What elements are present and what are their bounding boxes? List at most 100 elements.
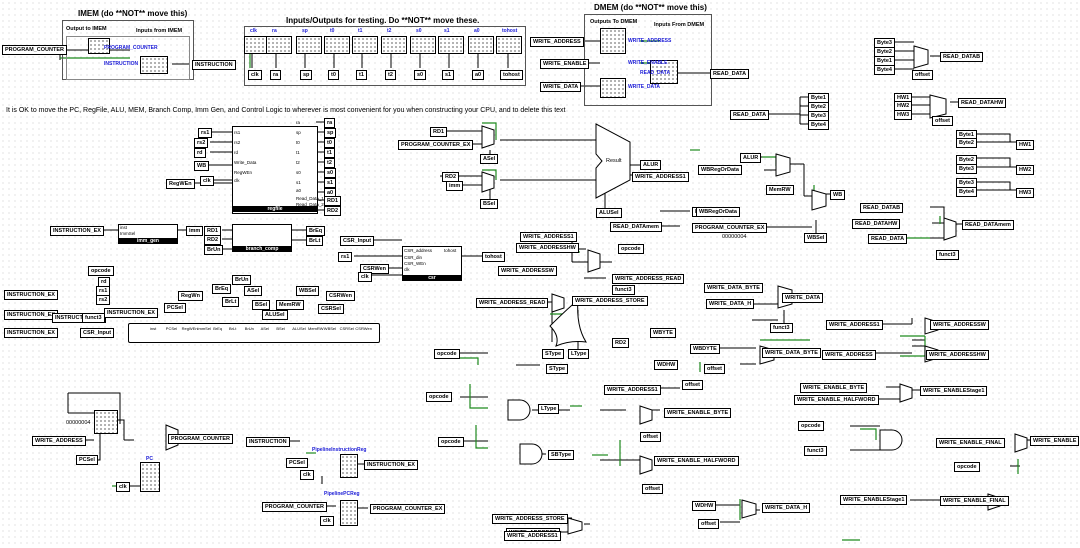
tunnel-offset-b[interactable]: offset [912, 70, 933, 80]
imem-pc-pin[interactable] [88, 38, 110, 54]
tunnel-mem-in-1[interactable]: READ_DATAHW [852, 219, 901, 229]
tunnel-regfile-in-5[interactable]: clk [200, 176, 214, 186]
io-pin-5[interactable] [381, 36, 407, 54]
tunnel-pcsel-pc[interactable]: PCSel [76, 455, 98, 465]
tunnel-mem-54[interactable]: opcode [438, 437, 464, 447]
tunnel-mem-38[interactable]: WRITE_ENABLEStage1 [920, 386, 988, 396]
tunnel-instruction-ex-ctl-0[interactable]: INSTRUCTION_EX [4, 290, 58, 300]
tunnel-mem-52[interactable]: opcode [434, 349, 460, 359]
tunnel-regfile-out-9[interactable]: RD2 [324, 206, 342, 216]
tunnel-instruction-ex-pipe[interactable]: INSTRUCTION_EX [364, 460, 418, 470]
tunnel-clk-pc[interactable]: clk [116, 482, 130, 492]
tunnel-ctl-signal-10[interactable]: CSRSel [318, 304, 344, 314]
tunnel-mem-41[interactable]: WRITE_ENABLE_FINAL [936, 438, 1005, 448]
tunnel-instruction-ex-imm[interactable]: INSTRUCTION_EX [50, 226, 104, 236]
tunnel-ctl-signal-3[interactable]: BrLt [222, 297, 240, 307]
io-pin-1[interactable] [266, 36, 292, 54]
tunnel-ctl-signal-11[interactable]: CSRWen [326, 291, 356, 301]
tunnel-write-address1-alu[interactable]: WRITE_ADDRESS1 [632, 172, 689, 182]
tunnel-regfile-out-4[interactable]: t2 [324, 158, 335, 168]
branch-comp-block[interactable] [232, 224, 292, 248]
tunnel-mem-32[interactable]: WRITE_ADDRESS1 [826, 320, 883, 330]
io-tunnel-1[interactable]: ra [270, 70, 282, 80]
tunnel-mem-0[interactable]: WRITE_ADDRESS1 [520, 232, 577, 242]
tunnel-hw-out-0[interactable]: HW1 [1016, 140, 1035, 150]
tunnel-program-counter-imem[interactable]: PROGRAM_COUNTER [2, 45, 67, 55]
tunnel-mem-24[interactable]: SBType [548, 450, 575, 460]
tunnel-wb-out[interactable]: WB [830, 190, 846, 200]
tunnel-read-datahw[interactable]: READ_DATAHW [958, 98, 1007, 108]
tunnel-mem-11[interactable]: opcode [618, 244, 644, 254]
tunnel-mem-45[interactable]: WRITE_ENABLE_FINAL [940, 496, 1009, 506]
tunnel-ctl-signal-4[interactable]: BrUn [232, 275, 252, 285]
tunnel-mem-1[interactable]: WRITE_ADDRESSHW [516, 243, 579, 253]
tunnel-pcsel-pipe[interactable]: PCSel [286, 458, 308, 468]
io-tunnel-6[interactable]: s0 [414, 70, 427, 80]
tunnel-hw-byte-b-2[interactable]: Byte4 [956, 187, 977, 197]
tunnel-regfile-in-4[interactable]: RegWEn [166, 179, 195, 189]
tunnel-instruction-ex-ctl-4[interactable]: INSTRUCTION_EX [104, 308, 158, 318]
tunnel-regfile-in-1[interactable]: rs2 [194, 138, 209, 148]
tunnel-ctl-signal-8[interactable]: MemRW [276, 300, 304, 310]
tunnel-write-data-dmem[interactable]: WRITE_DATA [540, 82, 582, 92]
tunnel-mem-in-0[interactable]: READ_DATAB [860, 203, 904, 213]
tunnel-mem-53[interactable]: opcode [426, 392, 452, 402]
tunnel-mem-44[interactable]: WRITE_ENABLEStage1 [840, 495, 908, 505]
tunnel-regfile-out-6[interactable]: s1 [324, 178, 337, 188]
tunnel-tohost-csr[interactable]: tohost [482, 252, 505, 262]
tunnel-program-counter-pipe[interactable]: PROGRAM_COUNTER [262, 502, 327, 512]
tunnel-ctl-signal-7[interactable]: ALUSel [262, 310, 288, 320]
tunnel-bsel[interactable]: BSel [480, 199, 499, 209]
tunnel-hw-out-1[interactable]: HW2 [1016, 165, 1035, 175]
tunnel-wbregordata-wb[interactable]: WBRegOrData [698, 165, 742, 175]
tunnel-mem-22[interactable]: LType [538, 404, 560, 414]
tunnel-wbsel[interactable]: WBSel [804, 233, 828, 243]
tunnel-alur[interactable]: ALUR [640, 160, 662, 170]
pc-mux[interactable] [94, 410, 118, 434]
tunnel-instruction-ex-ctl-1[interactable]: INSTRUCTION_EX [4, 310, 58, 320]
tunnel-mem-20[interactable]: WRITE_ENABLE_HALFWORD [654, 456, 739, 466]
tunnel-clk-pipe2[interactable]: clk [320, 516, 334, 526]
tunnel-csrwen[interactable]: CSRWen [360, 264, 390, 274]
tunnel-hw-byte-b-1[interactable]: Byte3 [956, 164, 977, 174]
tunnel-ctl-signal-6[interactable]: BSel [252, 300, 271, 310]
pipeline-pc-register[interactable] [340, 500, 358, 526]
tunnel-mem-51[interactable]: WRITE_ADDRESS1 [504, 531, 561, 541]
tunnel-regfile-out-2[interactable]: t0 [324, 138, 335, 148]
tunnel-mem-19[interactable]: offset [640, 432, 661, 442]
tunnel-mem-33[interactable]: WRITE_ADDRESSW [930, 320, 989, 330]
io-tunnel-4[interactable]: t1 [356, 70, 367, 80]
tunnel-hw-out-2[interactable]: HW3 [1016, 188, 1035, 198]
tunnel-write-address-dmem[interactable]: WRITE_ADDRESS [530, 37, 584, 47]
regfile-block[interactable] [232, 126, 318, 214]
tunnel-regfile-out-5[interactable]: s0 [324, 168, 337, 178]
io-tunnel-9[interactable]: tohost [500, 70, 523, 80]
tunnel-field-3[interactable]: rs2 [96, 295, 111, 305]
tunnel-mem-21[interactable]: offset [642, 484, 663, 494]
tunnel-mem-46[interactable]: WDHW [692, 501, 717, 511]
tunnel-regfile-out-3[interactable]: t1 [324, 148, 335, 158]
tunnel-mem-in-2[interactable]: READ_DATA [868, 234, 908, 244]
tunnel-branch-out-0[interactable]: BrEq [306, 226, 326, 236]
tunnel-asel[interactable]: ASel [480, 154, 499, 164]
tunnel-read-data-split[interactable]: READ_DATA [730, 110, 770, 120]
tunnel-byte-in-3[interactable]: Byte4 [874, 65, 895, 75]
io-pin-7[interactable] [438, 36, 464, 54]
tunnel-regfile-in-3[interactable]: WB [194, 161, 210, 171]
tunnel-byte-split-3[interactable]: Byte4 [808, 120, 829, 130]
tunnel-mem-39[interactable]: opcode [798, 421, 824, 431]
tunnel-ctl-signal-5[interactable]: ASel [244, 286, 263, 296]
tunnel-mem-6[interactable]: funct3 [612, 285, 635, 295]
dmem-addr-pin[interactable] [600, 28, 626, 54]
io-pin-0[interactable] [244, 36, 270, 54]
tunnel-regfile-out-0[interactable]: ra [324, 118, 336, 128]
io-pin-4[interactable] [352, 36, 378, 54]
tunnel-branch-out-1[interactable]: BrLt [306, 236, 324, 246]
tunnel-mem-26[interactable]: WRITE_DATA_H [706, 299, 755, 309]
tunnel-pc-ex-alu[interactable]: PROGRAM_COUNTER_EX [398, 140, 474, 150]
tunnel-mem-36[interactable]: WRITE_ENABLE_BYTE [800, 383, 868, 393]
tunnel-mem-5[interactable]: WRITE_ADDRESS_STORE [572, 296, 648, 306]
tunnel-mem-18[interactable]: WRITE_ENABLE_BYTE [664, 408, 732, 418]
tunnel-mem-2[interactable]: WRITE_ADDRESSW [498, 266, 557, 276]
tunnel-mem-4[interactable]: WRITE_ADDRESS_READ [476, 298, 549, 308]
